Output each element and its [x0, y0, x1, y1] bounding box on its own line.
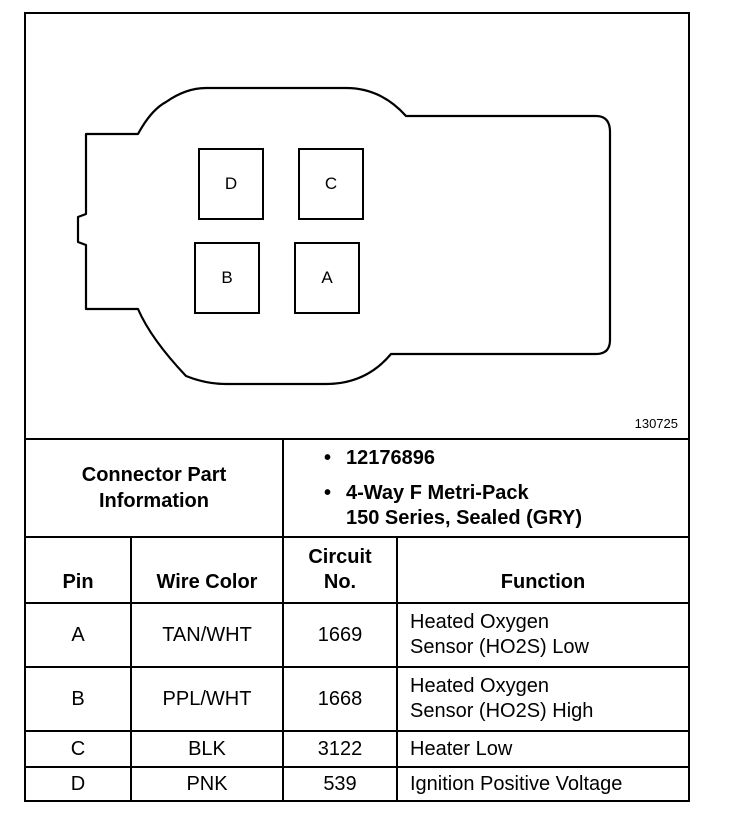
part-info-bullets: • 12176896 • 4-Way F Metri-Pack 150 Seri…: [324, 446, 582, 531]
row-b-pin: B: [71, 687, 85, 710]
row-d-circuit: 539: [323, 772, 357, 795]
row-a-function-line1: Heated Oxygen: [410, 611, 549, 633]
header-wire-color: Wire Color: [156, 570, 258, 593]
row-d-wire: PNK: [186, 772, 228, 795]
row-a-circuit: 1669: [317, 623, 363, 646]
header-circuit-no: Circuit No.: [284, 538, 396, 602]
connector-type-line1: 4-Way F Metri-Pack: [346, 482, 529, 504]
part-info-heading-line2: Information: [99, 490, 209, 512]
pin-c-cavity: C: [298, 148, 364, 220]
row-b-function-line2: Sensor (HO2S) High: [410, 700, 594, 722]
row-b-circuit: 1668: [317, 687, 363, 710]
header-circuit-line1: Circuit: [308, 546, 372, 568]
part-info-heading-line1: Connector Part: [81, 464, 227, 486]
pin-d-cavity: D: [198, 148, 264, 220]
row-a-function-line2: Sensor (HO2S) Low: [410, 636, 589, 658]
rule-header-bottom: [26, 602, 688, 604]
row-b-wire: PPL/WHT: [162, 687, 252, 710]
pin-a-cavity: A: [294, 242, 360, 314]
part-number: 12176896: [346, 447, 435, 469]
row-b-function-line1: Heated Oxygen: [410, 675, 549, 697]
pin-c-label: C: [324, 174, 338, 193]
rule-row-a-bottom: [26, 666, 688, 668]
bullet-icon: •: [324, 482, 332, 504]
rule-row-c-bottom: [26, 766, 688, 768]
pin-a-label: A: [321, 268, 333, 287]
row-a-wire: TAN/WHT: [162, 623, 252, 646]
row-b-function: Heated Oxygen Sensor (HO2S) High: [398, 668, 688, 730]
rule-info-bottom: [26, 536, 688, 538]
row-c-pin: C: [70, 737, 86, 760]
rule-col-pin: [130, 536, 132, 800]
row-d-pin: D: [70, 772, 86, 795]
connector-type-bullet: • 4-Way F Metri-Pack 150 Series, Sealed …: [324, 481, 582, 531]
connector-diagram: D C B A 130725: [26, 14, 688, 438]
connector-sheet: D C B A 130725 Connector Part Informatio…: [24, 12, 690, 802]
pin-b-cavity: B: [194, 242, 260, 314]
pin-d-label: D: [224, 174, 238, 193]
header-circuit-line2: No.: [323, 571, 357, 593]
bullet-icon: •: [324, 447, 332, 469]
part-number-bullet: • 12176896: [324, 446, 582, 471]
connector-type-line2: 150 Series, Sealed (GRY): [346, 507, 583, 529]
pin-b-label: B: [221, 268, 233, 287]
rule-row-b-bottom: [26, 730, 688, 732]
rule-col-wire: [282, 536, 284, 800]
connector-outline: [76, 86, 612, 386]
rule-diagram-bottom: [26, 438, 688, 440]
row-d-function: Ignition Positive Voltage: [410, 772, 623, 795]
header-pin: Pin: [62, 570, 94, 593]
row-a-pin: A: [71, 623, 85, 646]
row-a-function: Heated Oxygen Sensor (HO2S) Low: [398, 604, 688, 666]
row-c-function: Heater Low: [410, 737, 513, 760]
row-c-wire: BLK: [188, 737, 226, 760]
part-info-heading: Connector Part Information: [26, 440, 282, 536]
row-c-circuit: 3122: [317, 737, 363, 760]
figure-id: 130725: [634, 416, 678, 431]
header-function: Function: [500, 570, 586, 593]
rule-col-circuit: [396, 536, 398, 800]
rule-info-divider: [282, 438, 284, 536]
